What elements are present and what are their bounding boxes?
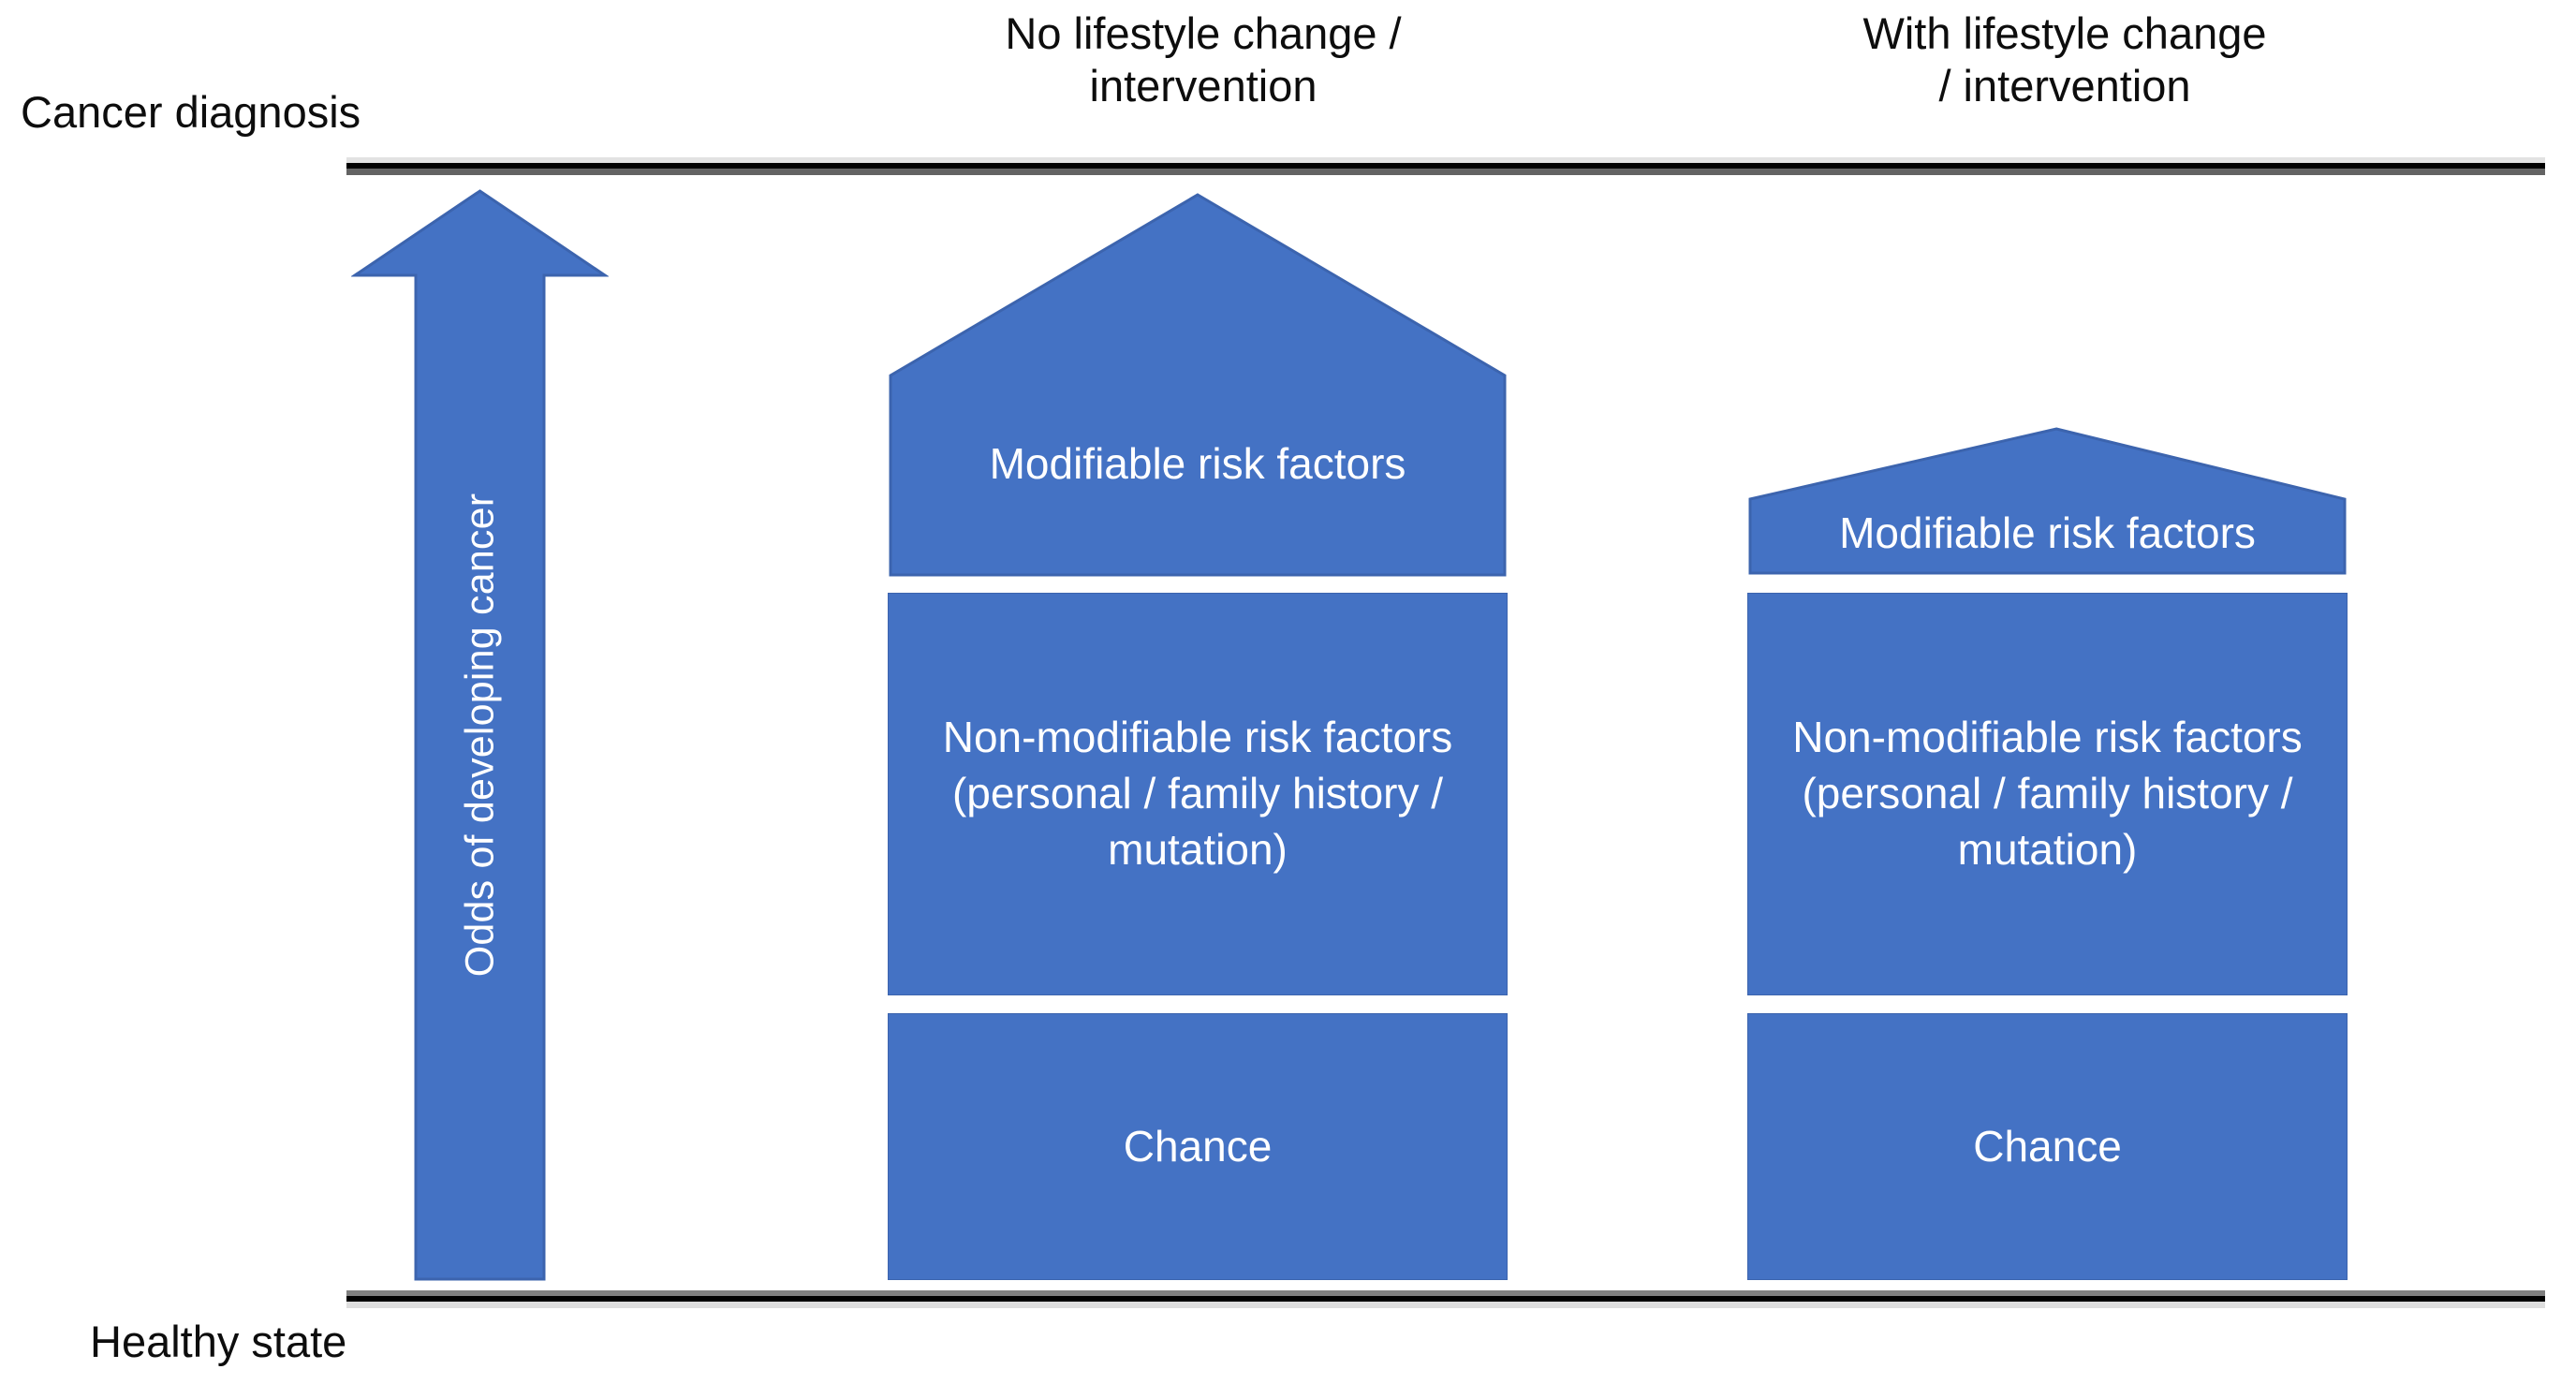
odds-arrow-label: Odds of developing cancer (457, 493, 502, 978)
rule-core (346, 1296, 2545, 1303)
column-header-line-1: With lifestyle change (1862, 8, 2267, 58)
stack-no-lifestyle-change: Modifiable risk factors Non-modifiable r… (888, 192, 1508, 1280)
cancer-diagnosis-axis-line (346, 157, 2545, 176)
rule-shadow (346, 169, 2545, 175)
column-header-line-2: / intervention (1938, 61, 2191, 111)
column-header-line-2: intervention (1089, 61, 1317, 111)
column-header-no-lifestyle-change: No lifestyle change / intervention (880, 7, 1526, 113)
healthy-state-label: Healthy state (90, 1317, 347, 1366)
block-label: Chance (1973, 1121, 2122, 1171)
block-label: Modifiable risk factors (989, 439, 1406, 489)
block-modifiable-risk-factors[interactable]: Modifiable risk factors (888, 192, 1508, 578)
rule-core (346, 163, 2545, 169)
block-label: Non-modifiable risk factors (personal / … (942, 713, 1453, 874)
rule-highlight (346, 157, 2545, 165)
odds-arrow: Odds of developing cancer (351, 187, 609, 1283)
block-label: Chance (1123, 1121, 1273, 1171)
block-label: Non-modifiable risk factors (personal / … (1792, 713, 2303, 874)
cancer-diagnosis-label: Cancer diagnosis (21, 87, 361, 137)
stack-with-lifestyle-change: Modifiable risk factors Non-modifiable r… (1747, 426, 2348, 1280)
block-non-modifiable-risk-factors[interactable]: Non-modifiable risk factors (personal / … (888, 593, 1508, 995)
block-non-modifiable-risk-factors[interactable]: Non-modifiable risk factors (personal / … (1747, 593, 2348, 995)
block-chance[interactable]: Chance (1747, 1013, 2348, 1280)
rule-highlight (346, 1302, 2545, 1308)
column-header-with-lifestyle-change: With lifestyle change / intervention (1742, 7, 2388, 113)
block-label: Modifiable risk factors (1839, 508, 2256, 558)
block-modifiable-risk-factors[interactable]: Modifiable risk factors (1747, 426, 2348, 576)
healthy-state-axis-line (346, 1290, 2545, 1309)
column-header-line-1: No lifestyle change / (1005, 8, 1402, 58)
block-chance[interactable]: Chance (888, 1013, 1508, 1280)
rule-shadow (346, 1290, 2545, 1297)
